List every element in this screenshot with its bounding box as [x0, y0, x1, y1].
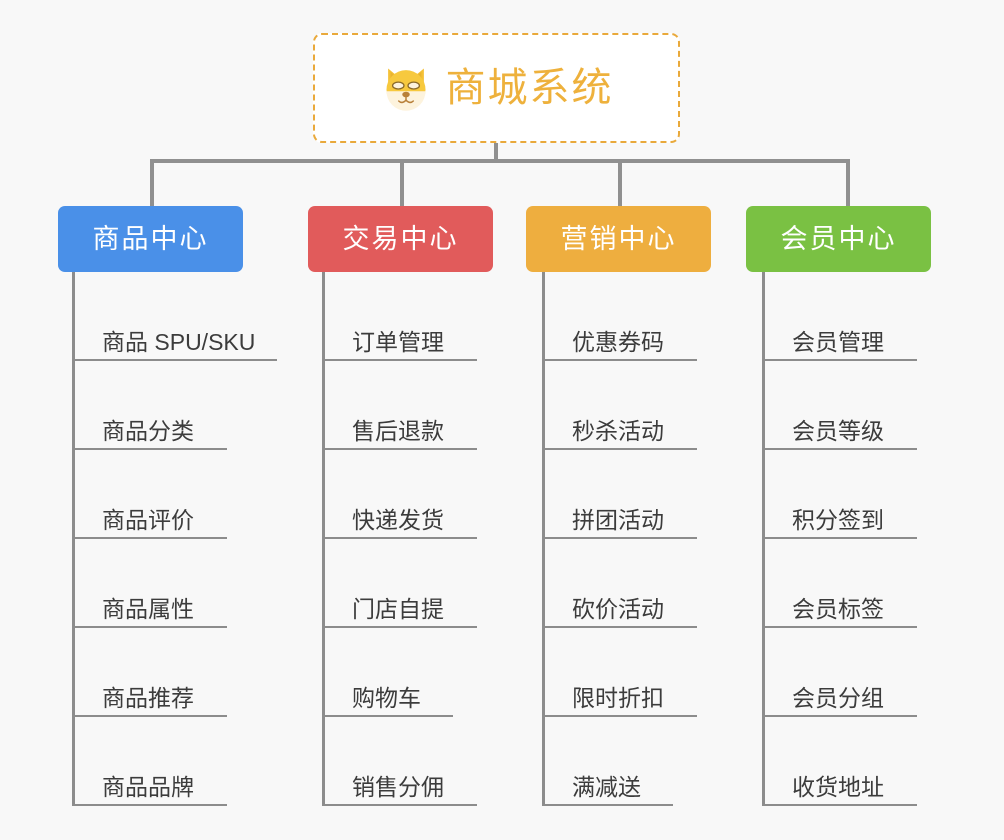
leaf-item-3-0[interactable]: 会员管理: [762, 272, 917, 361]
leaf-item-0-5[interactable]: 商品品牌: [72, 717, 227, 806]
leaf-label-1-3: 门店自提: [352, 595, 444, 622]
connector-drop-3: [846, 159, 850, 207]
leaf-label-1-4: 购物车: [352, 684, 421, 711]
leaf-label-3-0: 会员管理: [792, 328, 884, 355]
leaf-item-2-0[interactable]: 优惠券码: [542, 272, 697, 361]
category-label-3: 会员中心: [780, 223, 897, 254]
connector-drop-2: [618, 159, 622, 207]
leaf-item-3-2[interactable]: 积分签到: [762, 450, 917, 539]
category-label-1: 交易中心: [342, 223, 459, 254]
leaf-item-0-0[interactable]: 商品 SPU/SKU: [72, 272, 277, 361]
leaf-trunk-0: [72, 272, 75, 806]
root-node-title: 商城系统: [445, 66, 614, 110]
leaf-item-3-5[interactable]: 收货地址: [762, 717, 917, 806]
leaf-label-3-4: 会员分组: [792, 684, 884, 711]
leaf-item-0-2[interactable]: 商品评价: [72, 450, 227, 539]
leaf-label-2-5: 满减送: [572, 773, 641, 800]
category-box-2[interactable]: 营销中心: [526, 206, 711, 272]
leaf-label-1-1: 售后退款: [352, 417, 444, 444]
leaf-item-2-5[interactable]: 满减送: [542, 717, 673, 806]
shiba-dog-face-icon: [380, 62, 432, 114]
leaf-label-0-3: 商品属性: [102, 595, 194, 622]
leaf-label-0-2: 商品评价: [102, 506, 194, 533]
leaf-label-3-3: 会员标签: [792, 595, 884, 622]
leaf-item-2-2[interactable]: 拼团活动: [542, 450, 697, 539]
leaf-label-0-4: 商品推荐: [102, 684, 194, 711]
connector-horizontal-bus: [150, 159, 850, 163]
leaf-item-2-4[interactable]: 限时折扣: [542, 628, 697, 717]
leaf-item-0-1[interactable]: 商品分类: [72, 361, 227, 450]
leaf-item-2-3[interactable]: 砍价活动: [542, 539, 697, 628]
leaf-label-3-5: 收货地址: [792, 773, 884, 800]
category-box-1[interactable]: 交易中心: [308, 206, 493, 272]
leaf-item-0-3[interactable]: 商品属性: [72, 539, 227, 628]
leaf-item-1-3[interactable]: 门店自提: [322, 539, 477, 628]
leaf-item-1-5[interactable]: 销售分佣: [322, 717, 477, 806]
leaf-label-0-5: 商品品牌: [102, 773, 194, 800]
leaf-label-3-2: 积分签到: [792, 506, 884, 533]
leaf-label-0-0: 商品 SPU/SKU: [102, 328, 256, 355]
leaf-label-2-2: 拼团活动: [572, 506, 664, 533]
leaf-item-1-2[interactable]: 快递发货: [322, 450, 477, 539]
leaf-item-1-4[interactable]: 购物车: [322, 628, 453, 717]
leaf-item-1-1[interactable]: 售后退款: [322, 361, 477, 450]
leaf-item-3-1[interactable]: 会员等级: [762, 361, 917, 450]
connector-drop-1: [400, 159, 404, 207]
leaf-label-0-1: 商品分类: [102, 417, 194, 444]
leaf-label-3-1: 会员等级: [792, 417, 884, 444]
leaf-label-2-1: 秒杀活动: [572, 417, 664, 444]
leaf-item-1-0[interactable]: 订单管理: [322, 272, 477, 361]
leaf-item-2-1[interactable]: 秒杀活动: [542, 361, 697, 450]
leaf-trunk-1: [322, 272, 325, 806]
category-box-3[interactable]: 会员中心: [746, 206, 931, 272]
leaf-label-1-5: 销售分佣: [352, 773, 444, 800]
leaf-item-0-4[interactable]: 商品推荐: [72, 628, 227, 717]
leaf-trunk-2: [542, 272, 545, 806]
leaf-item-3-4[interactable]: 会员分组: [762, 628, 917, 717]
leaf-label-2-4: 限时折扣: [572, 684, 664, 711]
leaf-label-2-0: 优惠券码: [572, 328, 664, 355]
leaf-trunk-3: [762, 272, 765, 806]
connector-drop-0: [150, 159, 154, 207]
leaf-label-1-0: 订单管理: [352, 328, 444, 355]
leaf-item-3-3[interactable]: 会员标签: [762, 539, 917, 628]
root-node-mall-system[interactable]: 商城系统: [313, 33, 680, 143]
leaf-label-2-3: 砍价活动: [572, 595, 664, 622]
category-label-0: 商品中心: [92, 223, 209, 254]
leaf-label-1-2: 快递发货: [352, 506, 444, 533]
category-label-2: 营销中心: [560, 223, 677, 254]
connector-root-stem: [494, 143, 498, 162]
category-box-0[interactable]: 商品中心: [58, 206, 243, 272]
